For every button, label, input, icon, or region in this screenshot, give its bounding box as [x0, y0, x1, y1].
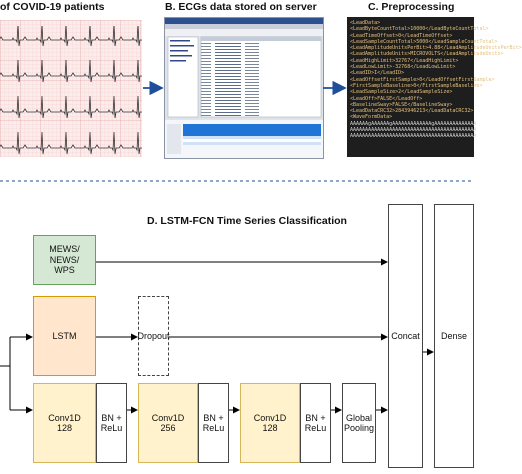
- lstm-block: LSTM: [33, 296, 96, 376]
- xml-line: AAAAAAAAAAAAAAAAAAAAAAAAAAAAAAAAAAAAAAAA…: [350, 133, 477, 140]
- xml-line: <LeadOff>FALSE</LeadOff>: [350, 95, 423, 102]
- conv1d-256-block: Conv1D 256: [138, 383, 198, 463]
- xml-code-view: <LeadData> <LeadByteCountTotal>10000</Le…: [347, 17, 522, 157]
- concat-block: Concat: [388, 204, 423, 468]
- server-window-illustration: [165, 18, 323, 158]
- xml-line: <LeadTimeOffset>0</LeadTimeOffset>: [350, 32, 453, 39]
- panel-d-title: D. LSTM-FCN Time Series Classification: [147, 215, 347, 227]
- bn-relu-block-3: BN + ReLu: [300, 383, 331, 463]
- xml-line: <LeadLowLimit>-32768</LeadLowLimit>: [350, 64, 456, 71]
- xml-line: <LeadOffsetFirstSample>0</LeadOffsetFirs…: [350, 76, 495, 83]
- dense-block: Dense: [434, 204, 474, 468]
- xml-line: <WaveFormData>: [350, 114, 393, 121]
- ecg-printout: [0, 20, 142, 157]
- ecg-traces: [0, 20, 142, 157]
- conv1d-128-block-2: Conv1D 128: [240, 383, 300, 463]
- global-pooling-block: Global Pooling: [342, 383, 376, 463]
- xml-line: <LeadAmplitudeUnits>MICROVOLTS</LeadAmpl…: [350, 51, 504, 58]
- xml-line: <LeadHighLimit>32767</LeadHighLimit>: [350, 57, 459, 64]
- bn-relu-block-1: BN + ReLu: [96, 383, 127, 463]
- xml-line: <FirstSampleBaseline>0</FirstSampleBasel…: [350, 82, 483, 89]
- panel-c-title: C. Preprocessing: [368, 1, 455, 13]
- mews-news-wps-block: MEWS/ NEWS/ WPS: [33, 235, 96, 285]
- xml-line: AAAAAAAAAAAAAAAAAAAAAAAAAAAAAAAAAAAAAAAA…: [350, 127, 477, 134]
- panel-a-title: of COVID-19 patients: [0, 1, 105, 13]
- xml-line: <LeadID>I</LeadID>: [350, 70, 405, 77]
- xml-line: <LeadDataCRC32>2843946213</LeadDataCRC32…: [350, 108, 474, 115]
- xml-line: <LeadByteCountTotal>10000</LeadByteCount…: [350, 26, 489, 33]
- top-arrows: [0, 80, 474, 182]
- xml-line: <LeadAmplitudeUnitsPerBit>4.88</LeadAmpl…: [350, 45, 522, 52]
- xml-line: <LeadSampleCountTotal>5000</LeadSampleCo…: [350, 38, 498, 45]
- bn-relu-block-2: BN + ReLu: [198, 383, 229, 463]
- xml-line: AAAAAAgAAAAAAgAAAAAAAAAAAAAgAAAAAAAAAAAA…: [350, 120, 477, 127]
- conv1d-128-block-1: Conv1D 128: [33, 383, 96, 463]
- xml-line: <BaselineSway>FALSE</BaselineSway>: [350, 101, 453, 108]
- xml-lines: <LeadData> <LeadByteCountTotal>10000</Le…: [350, 20, 522, 140]
- xml-line: <LeadData>: [350, 20, 381, 26]
- panel-b-title: B. ECGs data stored on server: [165, 1, 317, 13]
- dropout-block: Dropout: [137, 296, 170, 376]
- server-screenshot: [164, 17, 324, 159]
- xml-line: <LeadSampleSize>2</LeadSampleSize>: [350, 89, 453, 96]
